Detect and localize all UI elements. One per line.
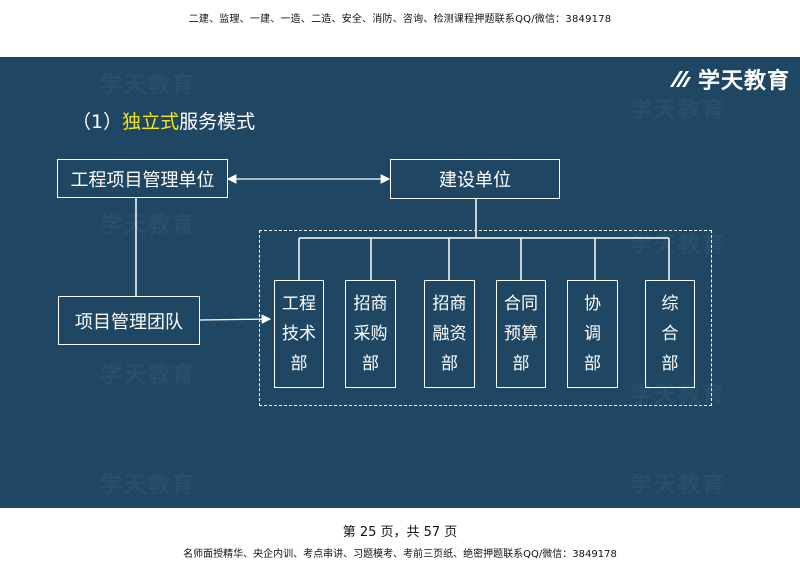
- department-line: 综: [661, 293, 679, 314]
- department-line: 合: [661, 323, 679, 344]
- section-heading: （1）独立式服务模式: [72, 107, 255, 134]
- department-box: 招商 融资 部: [424, 280, 475, 388]
- header-note: 二建、监理、一建、一造、二造、安全、消防、咨询、检测课程押题联系QQ/微信：38…: [188, 14, 612, 25]
- brand-slash-icon: [669, 71, 691, 87]
- heading-highlight: 独立式: [122, 111, 180, 133]
- page-indicator: 第 25 页，共 57 页: [342, 525, 458, 540]
- department-line: 预算: [504, 323, 538, 344]
- team-dept-arrow: [199, 314, 272, 324]
- department-box: 招商 采购 部: [345, 280, 396, 388]
- node-pm-team: 项目管理团队: [58, 296, 200, 345]
- department-line: 部: [512, 353, 530, 374]
- department-line: 部: [584, 353, 601, 374]
- department-line: 调: [584, 323, 601, 344]
- slide: 学天教育 学天教育 学天教育 学天教育 学天教育 学天教育 学天教育 学天教育 …: [0, 57, 800, 508]
- brand-logo: 学天教育: [668, 63, 790, 95]
- department-box: 协 调 部: [567, 280, 618, 388]
- heading-prefix: （1）: [72, 111, 123, 133]
- brand-name: 学天教育: [697, 69, 790, 94]
- department-line: 采购: [353, 323, 388, 344]
- department-line: 招商: [432, 293, 467, 314]
- node-owner: 建设单位: [390, 159, 560, 199]
- node-pm-unit: 工程项目管理单位: [57, 159, 228, 198]
- department-line: 招商: [353, 293, 388, 314]
- department-box: 综 合 部: [645, 280, 695, 388]
- connector-lines: [135, 174, 670, 324]
- department-line: 融资: [432, 323, 467, 344]
- department-box: 合同 预算 部: [496, 280, 546, 388]
- department-line: 合同: [504, 293, 538, 314]
- department-group-frame: [259, 230, 712, 406]
- department-line: 协: [584, 293, 601, 314]
- department-line: 部: [441, 353, 458, 374]
- department-line: 部: [661, 353, 679, 374]
- heading-suffix: 服务模式: [179, 111, 256, 133]
- footer-note: 名师面授精华、央企内训、考点串讲、习题模考、考前三页纸、绝密押题联系QQ/微信：…: [183, 549, 617, 560]
- department-line: 部: [290, 353, 308, 374]
- department-line: 工程: [282, 293, 316, 314]
- department-line: 部: [362, 353, 379, 374]
- department-box: 工程 技术 部: [274, 280, 324, 388]
- department-line: 技术: [282, 323, 316, 344]
